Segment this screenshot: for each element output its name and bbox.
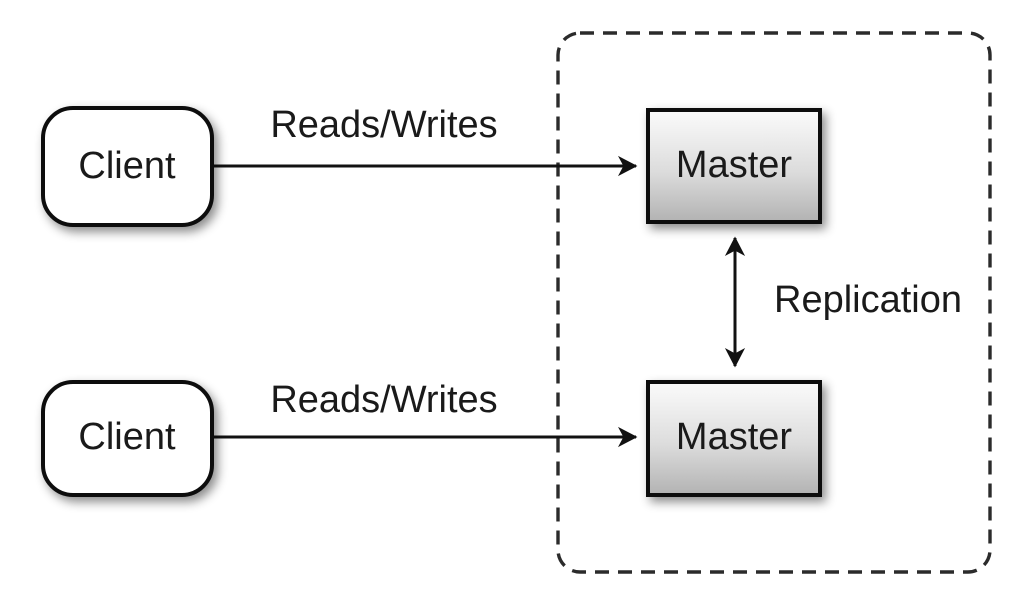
node-client-top[interactable]: Client (41, 106, 214, 227)
client-top-label: Client (78, 145, 176, 187)
edge-label-reads-writes-bottom: Reads/Writes (270, 379, 497, 421)
edge-label-reads-writes-top: Reads/Writes (270, 104, 497, 146)
node-master-bottom[interactable]: Master (646, 380, 822, 497)
node-master-top[interactable]: Master (646, 108, 822, 224)
edge-label-replication: Replication (774, 279, 962, 321)
master-top-shape[interactable] (646, 108, 822, 224)
master-bottom-label: Master (676, 416, 792, 458)
edge-reads-writes-top: Reads/Writes (212, 104, 638, 177)
client-bottom-label: Client (78, 416, 176, 458)
edge-replication: Replication (724, 236, 962, 368)
client-top-shape[interactable] (41, 106, 214, 227)
edge-reads-writes-bottom: Reads/Writes (212, 379, 638, 448)
replication-group-boundary (556, 31, 992, 574)
node-client-bottom[interactable]: Client (41, 380, 214, 497)
master-top-label: Master (676, 144, 792, 186)
master-bottom-shape[interactable] (646, 380, 822, 497)
client-bottom-shape[interactable] (41, 380, 214, 497)
